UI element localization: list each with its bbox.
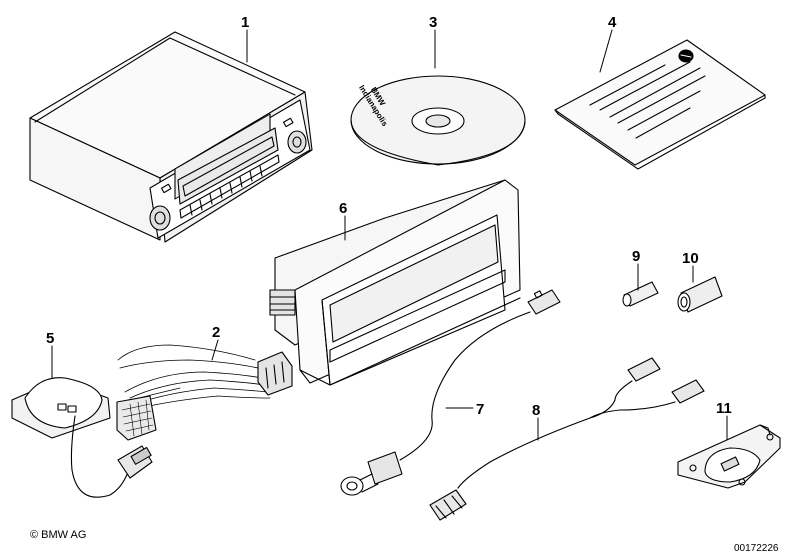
callout-4: 4 xyxy=(608,14,617,31)
callout-numbers: 1 2 3 4 5 6 7 8 9 10 11 xyxy=(46,14,732,419)
antenna-cable xyxy=(340,289,561,496)
leader-lines xyxy=(51,29,728,441)
y-cable xyxy=(429,357,705,521)
callout-9: 9 xyxy=(632,248,640,265)
radio-unit xyxy=(29,31,313,243)
callout-5: 5 xyxy=(46,330,54,347)
sleeve-large xyxy=(677,276,723,313)
callout-10: 10 xyxy=(682,250,699,267)
callout-6: 6 xyxy=(339,200,347,217)
callout-11: 11 xyxy=(716,400,732,417)
bracket xyxy=(677,424,781,489)
cd-disc xyxy=(350,75,526,166)
sleeve-small xyxy=(622,281,659,307)
callout-7: 7 xyxy=(476,401,484,418)
callout-8: 8 xyxy=(532,402,540,419)
document-manual xyxy=(554,39,766,170)
copyright-label: © BMW AG xyxy=(30,529,87,541)
antenna xyxy=(11,377,153,498)
callout-2: 2 xyxy=(212,324,220,341)
diagram-id: 00172226 xyxy=(734,543,779,554)
mounting-frame xyxy=(269,179,521,386)
callout-3: 3 xyxy=(429,14,437,31)
wiring-harness xyxy=(116,344,293,441)
callout-1: 1 xyxy=(241,14,249,31)
